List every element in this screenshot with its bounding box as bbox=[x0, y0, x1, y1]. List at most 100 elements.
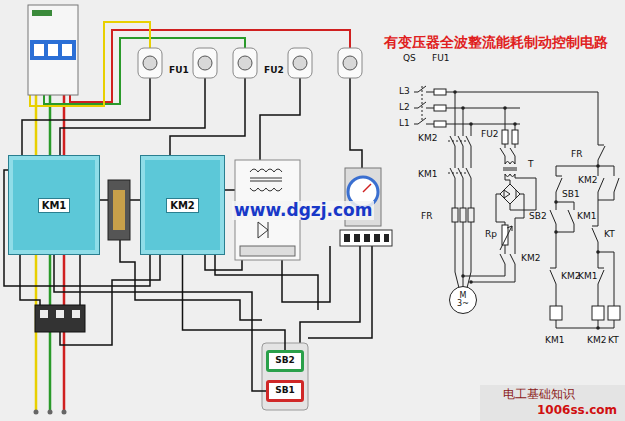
control-wire bbox=[183, 255, 286, 350]
component-part bbox=[608, 306, 620, 320]
wire bbox=[463, 245, 515, 282]
watermark-text: 1006ss.com bbox=[537, 404, 617, 417]
wire bbox=[556, 166, 614, 167]
component-part bbox=[233, 48, 257, 78]
terminal bbox=[62, 410, 67, 415]
component-part bbox=[374, 234, 380, 242]
component-part bbox=[32, 10, 52, 16]
terminal bbox=[461, 106, 465, 110]
component-part bbox=[452, 208, 458, 222]
wire bbox=[592, 226, 604, 306]
wire bbox=[260, 78, 300, 160]
wire bbox=[20, 255, 40, 305]
part-label: KT bbox=[604, 230, 615, 240]
wire bbox=[500, 148, 515, 156]
wire bbox=[70, 30, 350, 102]
wire bbox=[170, 78, 245, 155]
wire bbox=[363, 184, 371, 192]
component-part bbox=[340, 230, 392, 246]
node-text: SB1 bbox=[275, 386, 295, 396]
part-label: FR bbox=[571, 150, 582, 160]
component-part bbox=[193, 48, 217, 78]
component-part bbox=[262, 343, 308, 410]
wire bbox=[422, 86, 423, 120]
part-group bbox=[138, 48, 362, 78]
wire bbox=[550, 232, 556, 306]
part-label: FU2 bbox=[264, 66, 284, 76]
wire bbox=[350, 78, 362, 168]
watermark-text: 电工基础知识 bbox=[503, 388, 575, 401]
component-part bbox=[460, 208, 466, 222]
component-part bbox=[344, 234, 350, 242]
part-label: KM2 bbox=[521, 254, 540, 264]
wire bbox=[300, 246, 360, 343]
part-label: KM1 bbox=[418, 170, 437, 180]
part-group bbox=[344, 234, 389, 242]
node-text: M bbox=[460, 292, 467, 300]
part-label: FR bbox=[421, 212, 432, 222]
wire bbox=[225, 189, 235, 191]
motor-symbol: M3~ bbox=[449, 286, 477, 314]
component-part bbox=[434, 89, 446, 95]
component-part bbox=[34, 44, 44, 56]
component-part bbox=[72, 310, 80, 318]
wire bbox=[598, 166, 619, 200]
part-label: FU2 bbox=[481, 130, 499, 140]
wire bbox=[556, 166, 562, 202]
terminal bbox=[343, 56, 357, 70]
part-label: KM1 bbox=[578, 272, 597, 282]
component-part bbox=[480, 385, 625, 421]
component-part bbox=[40, 310, 48, 318]
part-label: QS bbox=[403, 54, 416, 64]
component-part bbox=[512, 130, 518, 144]
terminal bbox=[143, 56, 157, 70]
part-label: KM2 bbox=[561, 272, 580, 282]
diagram-title: 有变压器全波整流能耗制动控制电路 bbox=[384, 35, 608, 50]
terminal bbox=[198, 56, 212, 70]
wire bbox=[463, 108, 464, 288]
component-part bbox=[240, 246, 295, 256]
terminal bbox=[238, 56, 252, 70]
terminal bbox=[34, 410, 39, 415]
wire bbox=[467, 124, 471, 288]
wire bbox=[505, 174, 536, 210]
part-label: Rp bbox=[485, 230, 497, 240]
component-part bbox=[434, 105, 446, 111]
wire bbox=[215, 255, 318, 310]
component-part bbox=[288, 48, 312, 78]
wire bbox=[60, 78, 205, 155]
part-label: FU1 bbox=[432, 54, 450, 64]
wire bbox=[250, 169, 282, 191]
part-label: L2 bbox=[399, 103, 410, 113]
part-group bbox=[550, 92, 620, 328]
part-label: KM2 bbox=[587, 336, 606, 346]
wire bbox=[79, 255, 81, 305]
wire bbox=[455, 92, 459, 288]
wire bbox=[550, 210, 574, 224]
part-label: L3 bbox=[399, 87, 410, 97]
component-part bbox=[338, 48, 362, 78]
wire bbox=[556, 320, 614, 328]
terminal bbox=[48, 410, 53, 415]
watermark-text: www.dgzj.com bbox=[232, 201, 374, 220]
component-part bbox=[35, 305, 85, 332]
component-part bbox=[364, 234, 370, 242]
part-label: KM1 bbox=[577, 212, 596, 222]
component-part bbox=[48, 44, 58, 56]
wire bbox=[496, 194, 524, 254]
terminal bbox=[469, 280, 473, 284]
part-label: SB1 bbox=[562, 190, 580, 200]
node-text: 3~ bbox=[457, 300, 469, 308]
wire bbox=[504, 190, 516, 198]
part-label: KT bbox=[608, 336, 619, 346]
component-part bbox=[108, 180, 130, 240]
part-label: KM2 bbox=[418, 134, 437, 144]
part-label: T bbox=[528, 160, 534, 170]
wire bbox=[418, 86, 426, 124]
stop-button: SB1 bbox=[266, 380, 304, 402]
control-wire bbox=[54, 255, 266, 391]
terminal bbox=[513, 122, 517, 126]
contactor-module: KM1 bbox=[8, 155, 100, 255]
wire bbox=[500, 254, 515, 264]
wire bbox=[414, 92, 598, 124]
